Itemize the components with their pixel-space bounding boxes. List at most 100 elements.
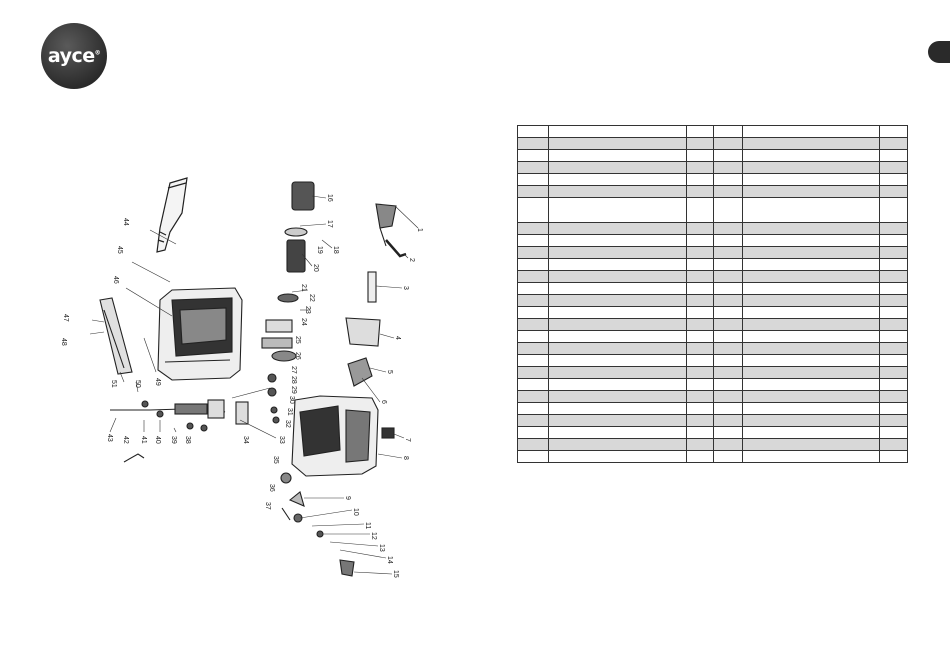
table-cell [548, 342, 687, 355]
table-cell [879, 438, 908, 451]
callout-4: 4 [394, 336, 401, 340]
table-cell [686, 137, 714, 150]
table-cell [517, 294, 549, 307]
table-cell [742, 161, 880, 174]
table-row [517, 414, 908, 427]
table-cell [713, 306, 743, 319]
table-cell [879, 234, 908, 247]
table-cell [742, 390, 880, 403]
callout-8: 8 [402, 456, 409, 460]
table-cell [686, 318, 714, 331]
callout-45: 45 [116, 246, 123, 254]
table-cell [713, 402, 743, 415]
table-cell [548, 378, 687, 391]
table-cell [879, 258, 908, 271]
table-cell [879, 342, 908, 355]
brand-logo-text: ayce® [47, 45, 101, 67]
callout-12: 12 [370, 532, 377, 540]
table-row [517, 185, 908, 198]
table-cell [742, 318, 880, 331]
table-cell [879, 137, 908, 150]
table-cell [879, 222, 908, 235]
table-cell [548, 318, 687, 331]
table-cell [517, 450, 549, 463]
table-cell [517, 246, 549, 259]
table-cell [742, 330, 880, 343]
table-cell [686, 258, 714, 271]
table-cell [879, 378, 908, 391]
table-cell [879, 450, 908, 463]
table-cell [517, 270, 549, 283]
table-row [517, 342, 908, 355]
callout-5: 5 [386, 370, 393, 374]
table-cell [713, 450, 743, 463]
callout-37: 37 [264, 502, 271, 510]
callout-19: 19 [316, 246, 323, 254]
table-cell [548, 185, 687, 198]
table-cell [548, 366, 687, 379]
table-cell [713, 125, 743, 138]
table-cell [686, 270, 714, 283]
table-cell [548, 125, 687, 138]
callout-31: 31 [286, 408, 293, 416]
table-cell [686, 366, 714, 379]
table-cell [742, 378, 880, 391]
table-cell [686, 282, 714, 295]
brand-logo: ayce® [41, 23, 107, 89]
table-row [517, 318, 908, 331]
part-motor-stack [261, 181, 315, 424]
table-cell [742, 137, 880, 150]
callout-20: 20 [312, 264, 319, 272]
table-cell [879, 294, 908, 307]
callout-38: 38 [184, 436, 191, 444]
table-cell [713, 270, 743, 283]
table-cell [548, 161, 687, 174]
table-cell [686, 306, 714, 319]
table-row [517, 438, 908, 451]
table-cell [742, 197, 880, 223]
table-cell [686, 222, 714, 235]
table-cell [517, 258, 549, 271]
callout-26: 26 [294, 352, 301, 360]
callout-21: 21 [300, 284, 307, 292]
table-cell [742, 354, 880, 367]
callout-24: 24 [300, 318, 307, 326]
table-cell [713, 234, 743, 247]
table-cell [742, 414, 880, 427]
callout-10: 10 [352, 508, 359, 516]
callout-29: 29 [290, 386, 297, 394]
table-cell [713, 161, 743, 174]
callout-28: 28 [290, 376, 297, 384]
table-cell [686, 234, 714, 247]
callout-6: 6 [380, 400, 387, 404]
table-cell [517, 125, 549, 138]
callout-1: 1 [416, 228, 423, 232]
table-row [517, 330, 908, 343]
table-cell [517, 161, 549, 174]
table-cell [879, 414, 908, 427]
leader-lines [89, 195, 419, 575]
table-cell [879, 149, 908, 162]
table-cell [686, 450, 714, 463]
table-cell [548, 234, 687, 247]
callout-17: 17 [326, 220, 333, 228]
part-switch-cord [280, 472, 355, 577]
callout-46: 46 [112, 276, 119, 284]
table-cell [548, 294, 687, 307]
callout-14: 14 [386, 556, 393, 564]
callout-18: 18 [332, 246, 339, 254]
table-cell [879, 366, 908, 379]
table-cell [713, 366, 743, 379]
table-cell [742, 342, 880, 355]
callout-2: 2 [408, 258, 415, 262]
table-cell [713, 294, 743, 307]
table-cell [686, 149, 714, 162]
callout-32: 32 [284, 420, 291, 428]
callout-9: 9 [344, 496, 351, 500]
table-cell [742, 234, 880, 247]
table-cell [517, 390, 549, 403]
part-base-plate [99, 297, 133, 375]
part-right-housing [291, 395, 379, 477]
table-cell [517, 137, 549, 150]
table-cell [517, 330, 549, 343]
